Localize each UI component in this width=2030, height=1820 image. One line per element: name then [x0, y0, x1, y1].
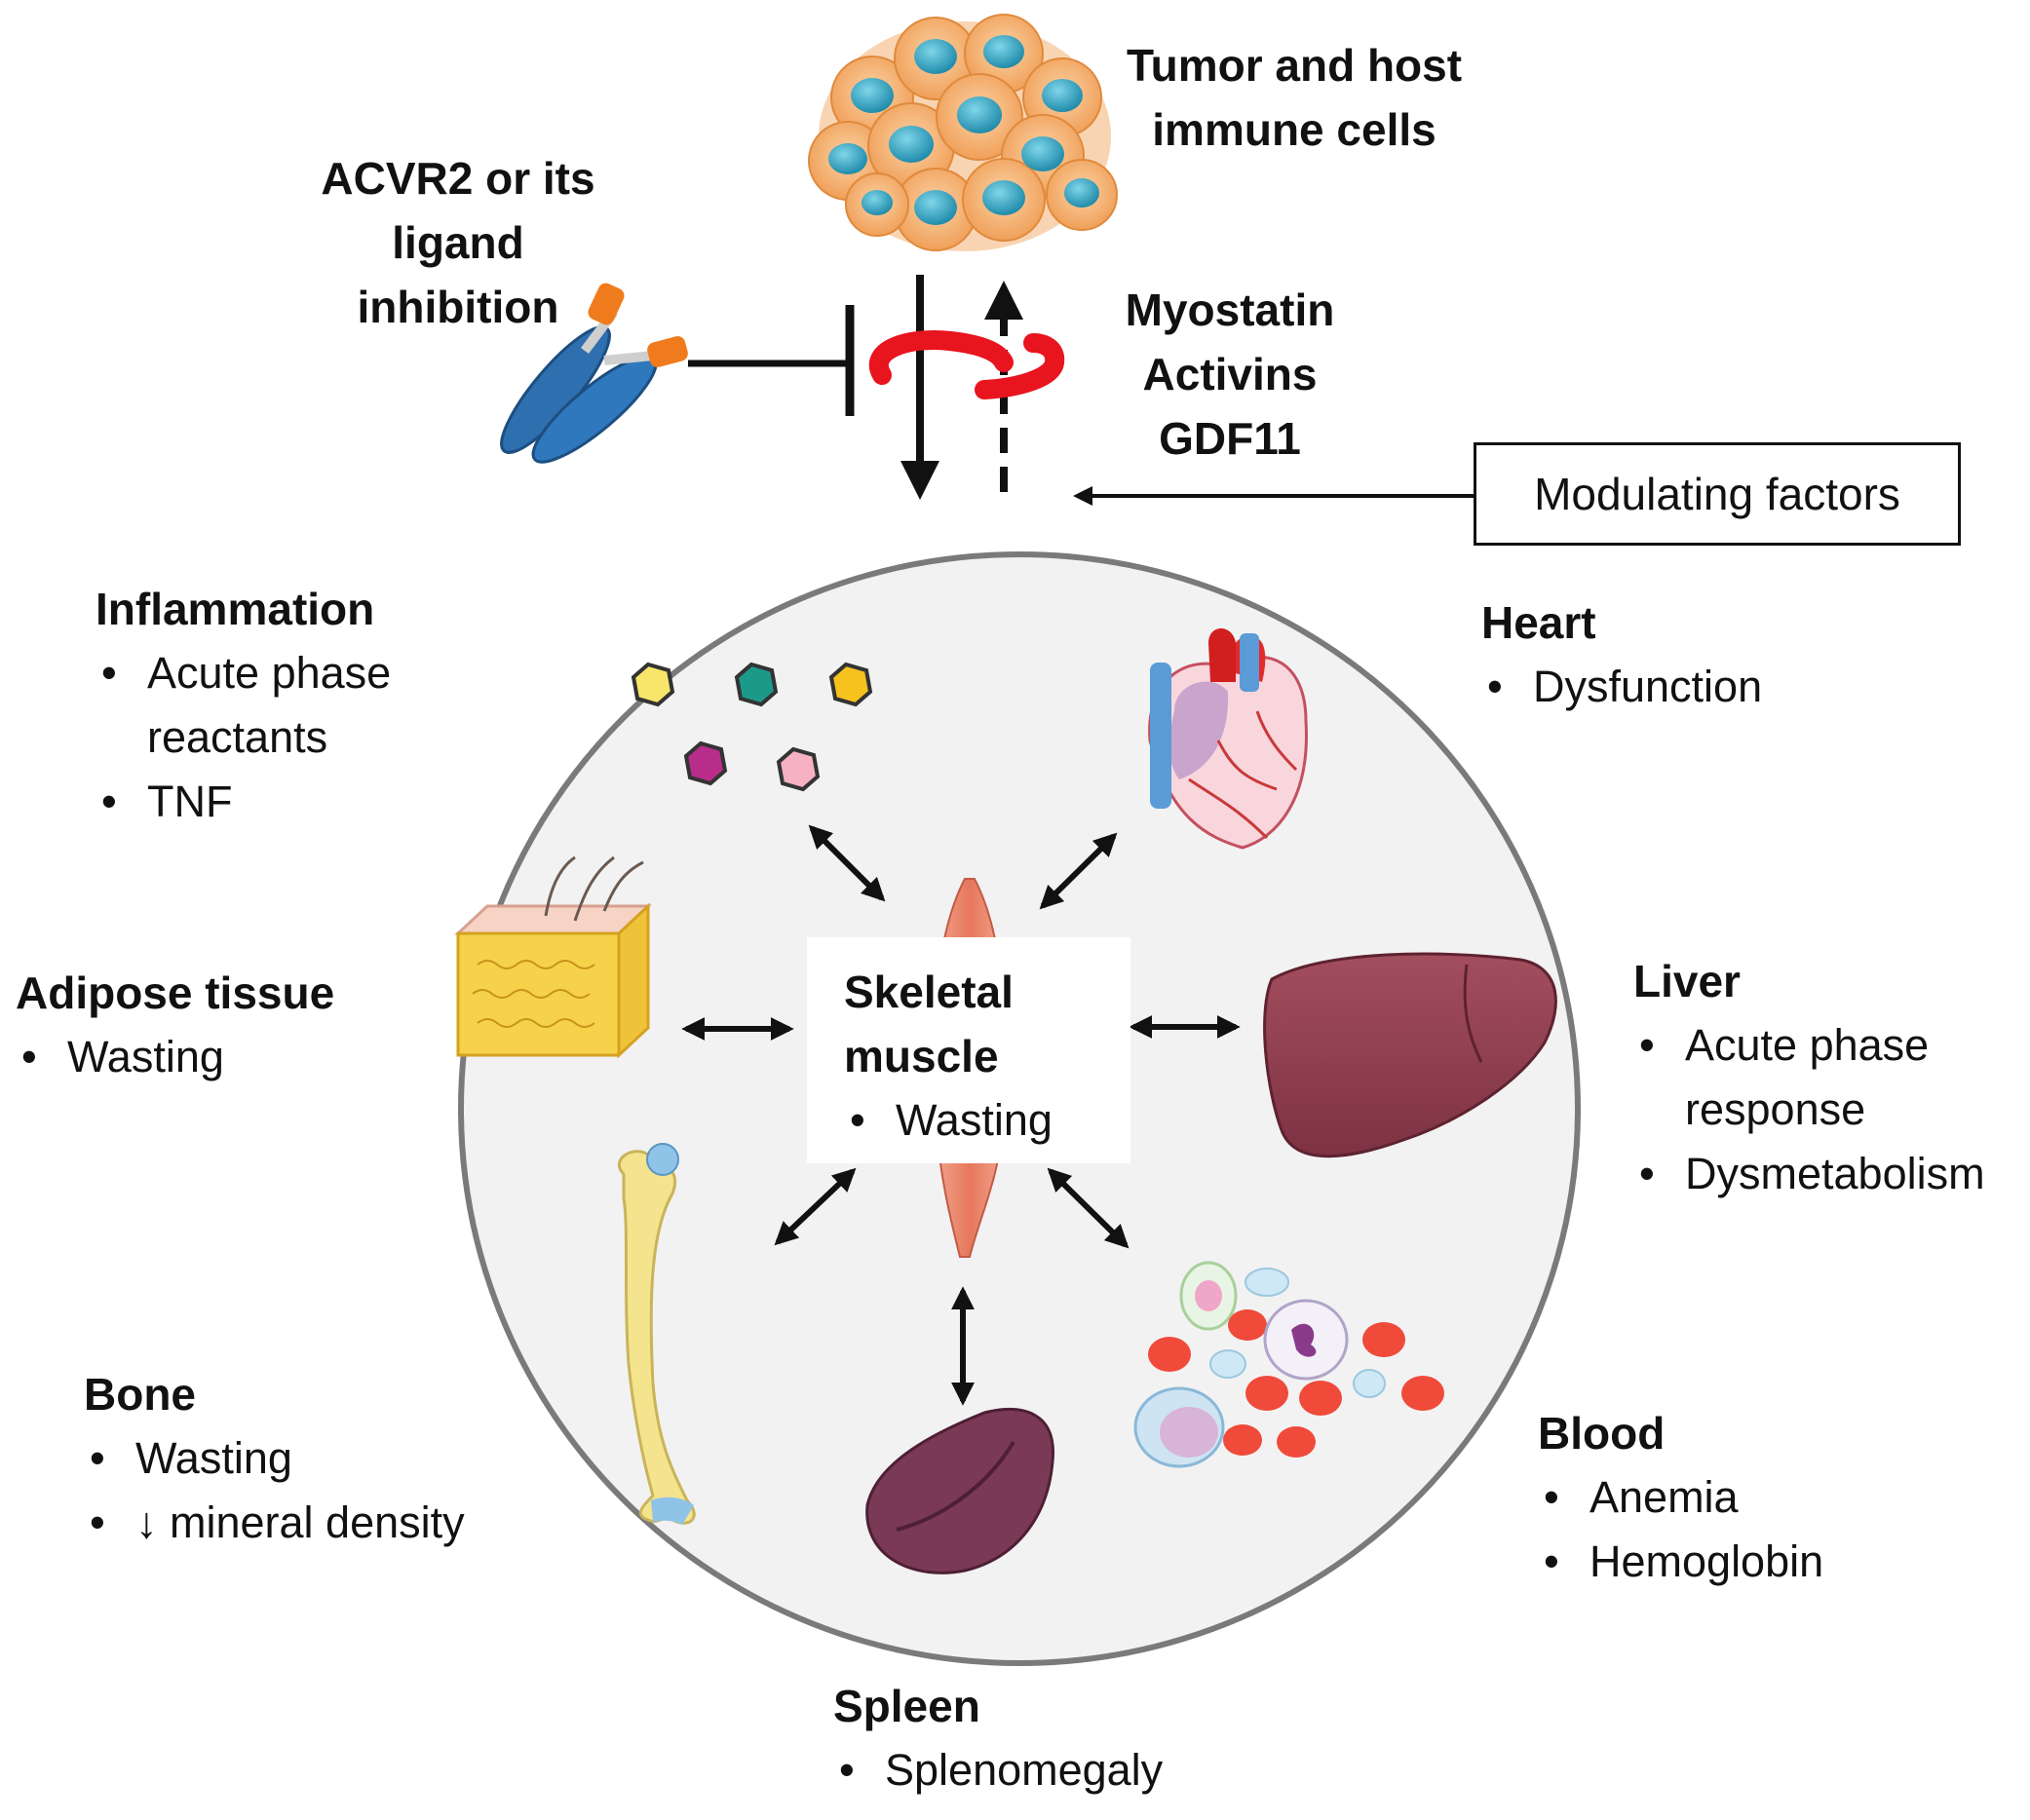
antibody-icon: [500, 283, 688, 464]
heart-block: Heart Dysfunction: [1481, 590, 1891, 719]
blood-cells-icon: [1133, 1261, 1444, 1468]
heart-title: Heart: [1481, 597, 1596, 648]
bone-title: Bone: [84, 1369, 196, 1420]
tumor-cells-icon: [808, 14, 1118, 251]
adipose-block: Adipose tissue Wasting: [16, 961, 386, 1089]
liver-icon: [1263, 952, 1557, 1158]
spleen-block: Spleen Splenomegaly: [833, 1674, 1243, 1802]
muscle-item: Wasting: [844, 1088, 1136, 1153]
bone-item: Wasting: [84, 1426, 552, 1491]
arrow-blood: [1047, 1167, 1130, 1249]
inflammation-item: Acute phase reactants: [96, 641, 440, 770]
muscle-arrows: [681, 824, 1241, 1406]
blood-item: Hemoglobin: [1538, 1530, 1928, 1594]
heart-icon: [1148, 628, 1308, 850]
liver-title: Liver: [1633, 956, 1741, 1006]
modulating-factors-box: Modulating factors: [1474, 442, 1961, 546]
heart-item: Dysfunction: [1481, 655, 1891, 719]
ligand-activins: Activins: [1142, 349, 1318, 399]
inhibitor-line3: inhibition: [357, 282, 559, 332]
liver-item: Dysmetabolism: [1633, 1142, 2023, 1206]
bone-icon: [617, 1143, 696, 1525]
inhibitor-line2: ligand: [392, 217, 524, 268]
bone-block: Bone Wasting ↓ mineral density: [84, 1362, 552, 1555]
blood-item: Anemia: [1538, 1465, 1928, 1530]
blood-title: Blood: [1538, 1408, 1666, 1459]
tumor-title-line1: Tumor and host: [1126, 40, 1463, 91]
receptor-icon: [868, 330, 1065, 399]
adipose-item: Wasting: [16, 1025, 386, 1089]
muscle-block: Skeletal muscle Wasting: [844, 960, 1136, 1153]
tumor-title-line2: immune cells: [1152, 104, 1436, 155]
arrow-bone: [774, 1167, 857, 1246]
liver-item: Acute phase response: [1633, 1013, 1977, 1142]
cytokines-icon: [631, 662, 873, 792]
ligand-myostatin: Myostatin: [1125, 284, 1335, 335]
adipose-title: Adipose tissue: [16, 967, 335, 1018]
inflammation-title: Inflammation: [96, 584, 375, 634]
inflammation-block: Inflammation Acute phase reactants TNF: [96, 577, 446, 834]
ligand-gdf11: GDF11: [1159, 413, 1301, 464]
spleen-icon: [865, 1408, 1054, 1574]
inhibitor-title: ACVR2 or its ligand inhibition: [292, 146, 624, 339]
muscle-title-line1: Skeletal: [844, 967, 1014, 1017]
arrow-heart: [1039, 832, 1118, 910]
blood-block: Blood Anemia Hemoglobin: [1538, 1401, 1928, 1594]
spleen-title: Spleen: [833, 1681, 980, 1731]
muscle-title-line2: muscle: [844, 1031, 999, 1081]
ligand-list: Myostatin Activins GDF11: [1093, 278, 1366, 471]
liver-block: Liver Acute phase response Dysmetabolism: [1633, 949, 2023, 1206]
spleen-item: Splenomegaly: [833, 1738, 1243, 1802]
tumor-title: Tumor and host immune cells: [1090, 33, 1499, 162]
adipose-icon: [454, 855, 652, 1059]
modulating-factors-label: Modulating factors: [1534, 469, 1900, 519]
inhibitor-line1: ACVR2 or its: [321, 153, 595, 204]
inflammation-item: TNF: [96, 770, 446, 834]
bone-item: ↓ mineral density: [84, 1491, 552, 1555]
arrow-inflammation: [808, 824, 886, 902]
